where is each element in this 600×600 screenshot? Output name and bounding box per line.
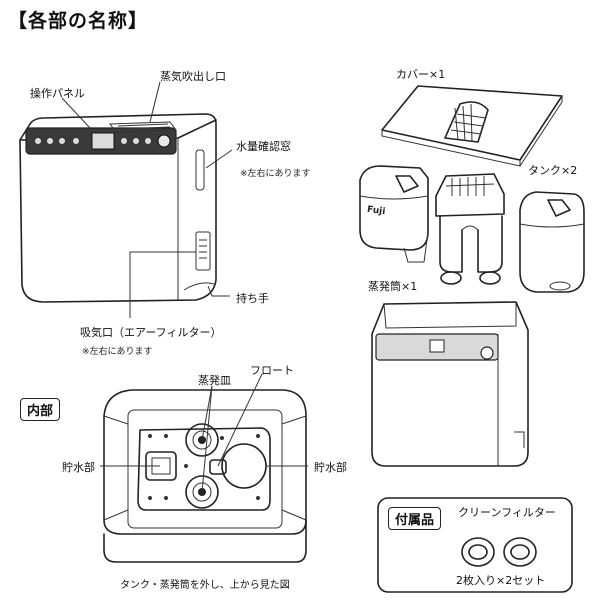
label-filter-name: クリーンフィルター	[458, 506, 556, 519]
accessory-box	[377, 497, 573, 593]
label-cover: カバー×1	[396, 68, 446, 81]
label-water-window: 水量確認窓	[236, 140, 291, 153]
humidifier-body-illustration	[19, 113, 217, 303]
filter-rings-illustration	[461, 537, 537, 567]
cover-illustration	[381, 85, 563, 167]
water-window-shape	[195, 149, 205, 191]
note-water-window: ※左右にあります	[240, 169, 311, 179]
label-evaporator: 蒸発筒×1	[368, 280, 418, 293]
label-air-intake: 吸気口（エアーフィルター）	[80, 326, 222, 339]
label-handle: 持ち手	[236, 292, 269, 305]
label-float: フロート	[250, 364, 294, 377]
interior-caption: タンク・蒸発筒を外し、上から見た図	[120, 580, 290, 591]
label-reservoir-left: 貯水部	[62, 461, 95, 474]
page-title: 【各部の名称】	[8, 10, 149, 32]
tank-right-illustration	[519, 191, 585, 293]
base-unit-illustration	[371, 301, 529, 467]
evaporator-illustration	[435, 173, 505, 285]
interior-heading: 内部	[20, 398, 61, 421]
leader-lines-interior	[100, 373, 308, 493]
label-reservoir-right: 貯水部	[314, 461, 347, 474]
display-screen	[91, 132, 115, 150]
interior-top-view-illustration	[103, 389, 307, 563]
leader-lines-main	[61, 81, 233, 318]
label-evap-tray: 蒸発皿	[198, 374, 231, 387]
air-intake-shape	[195, 231, 211, 271]
label-filter-qty: 2枚入り×2セット	[456, 574, 546, 587]
label-control-panel: 操作パネル	[30, 87, 85, 100]
tank-left-illustration	[359, 165, 429, 263]
label-steam-outlet: 蒸気吹出し口	[160, 70, 226, 83]
note-air-intake: ※左右にあります	[82, 347, 153, 357]
accessories-heading: 付属品	[388, 507, 442, 530]
label-tank: タンク×2	[528, 164, 578, 177]
